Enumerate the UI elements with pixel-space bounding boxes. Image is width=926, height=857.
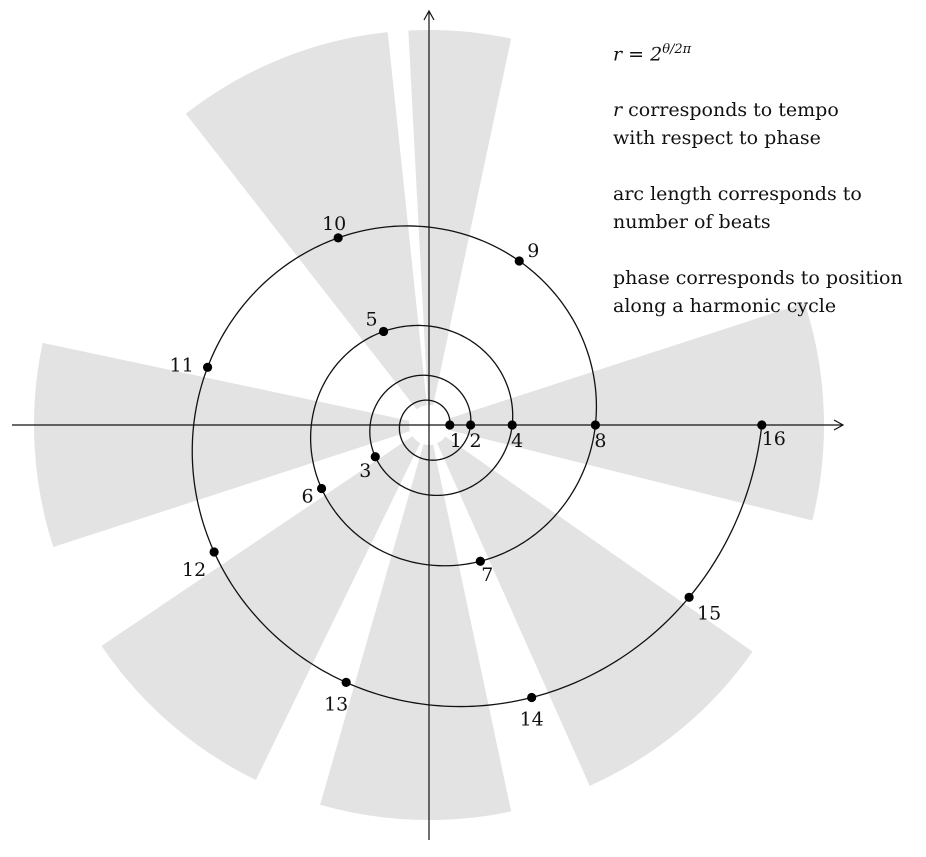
shaded-sector: [33, 342, 410, 548]
beat-point: [209, 547, 219, 557]
beat-point: [341, 677, 351, 688]
note-line: with respect to phase: [613, 127, 821, 150]
beat-label: 5: [366, 308, 378, 330]
beat-label: 1: [450, 430, 462, 452]
shaded-sector: [185, 32, 427, 410]
beat-label: 16: [762, 428, 786, 450]
beat-point: [527, 692, 537, 703]
beat-label: 3: [359, 460, 371, 482]
beat-label: 6: [302, 486, 314, 508]
shaded-sector: [448, 302, 824, 521]
note-tempo: r corresponds to tempo with respect to p…: [613, 96, 918, 152]
beat-point: [684, 592, 694, 602]
beat-label: 7: [481, 564, 493, 586]
axes: [12, 9, 845, 840]
formula: r = 2θ/2π: [613, 42, 692, 66]
beat-point: [202, 362, 213, 372]
beat-label: 4: [511, 430, 523, 452]
shaded-sector: [408, 29, 512, 406]
shaded-sectors: [33, 29, 824, 820]
note-phase: phase corresponds to position along a ha…: [613, 264, 918, 320]
beat-label: 9: [527, 240, 539, 262]
shaded-sector: [101, 436, 421, 781]
note-line: number of beats: [613, 211, 771, 234]
beat-point: [316, 483, 327, 494]
shaded-sector: [437, 436, 753, 786]
beat-point: [590, 420, 601, 430]
note-line: phase corresponds to position: [613, 267, 903, 290]
beat-label: 10: [322, 213, 346, 235]
y-axis-arrow: [423, 9, 435, 21]
beat-point: [333, 233, 343, 243]
beat-point: [514, 256, 524, 266]
beat-point: [466, 420, 476, 430]
note-line: arc length corresponds to: [613, 183, 862, 206]
beat-point: [475, 556, 485, 566]
beat-label: 15: [697, 602, 721, 624]
note-arc-length: arc length corresponds to number of beat…: [613, 180, 918, 236]
notes-panel: r = 2θ/2π r corresponds to tempo with re…: [613, 36, 918, 348]
beat-label: 8: [594, 430, 606, 452]
log-spiral-curve: [191, 225, 763, 708]
beat-point: [507, 420, 517, 430]
beat-label: 12: [182, 559, 206, 581]
beat-label: 11: [170, 354, 194, 376]
note-line: r corresponds to tempo: [613, 99, 839, 122]
beat-label: 2: [470, 430, 482, 452]
beat-point: [445, 420, 455, 430]
x-axis-arrow: [833, 419, 845, 431]
note-line: along a harmonic cycle: [613, 295, 837, 318]
shaded-sector: [320, 444, 512, 820]
beat-point: [378, 326, 389, 337]
beat-label: 13: [324, 693, 348, 715]
beat-label: 14: [520, 709, 544, 731]
beat-point: [757, 420, 767, 430]
beat-point: [370, 452, 380, 462]
